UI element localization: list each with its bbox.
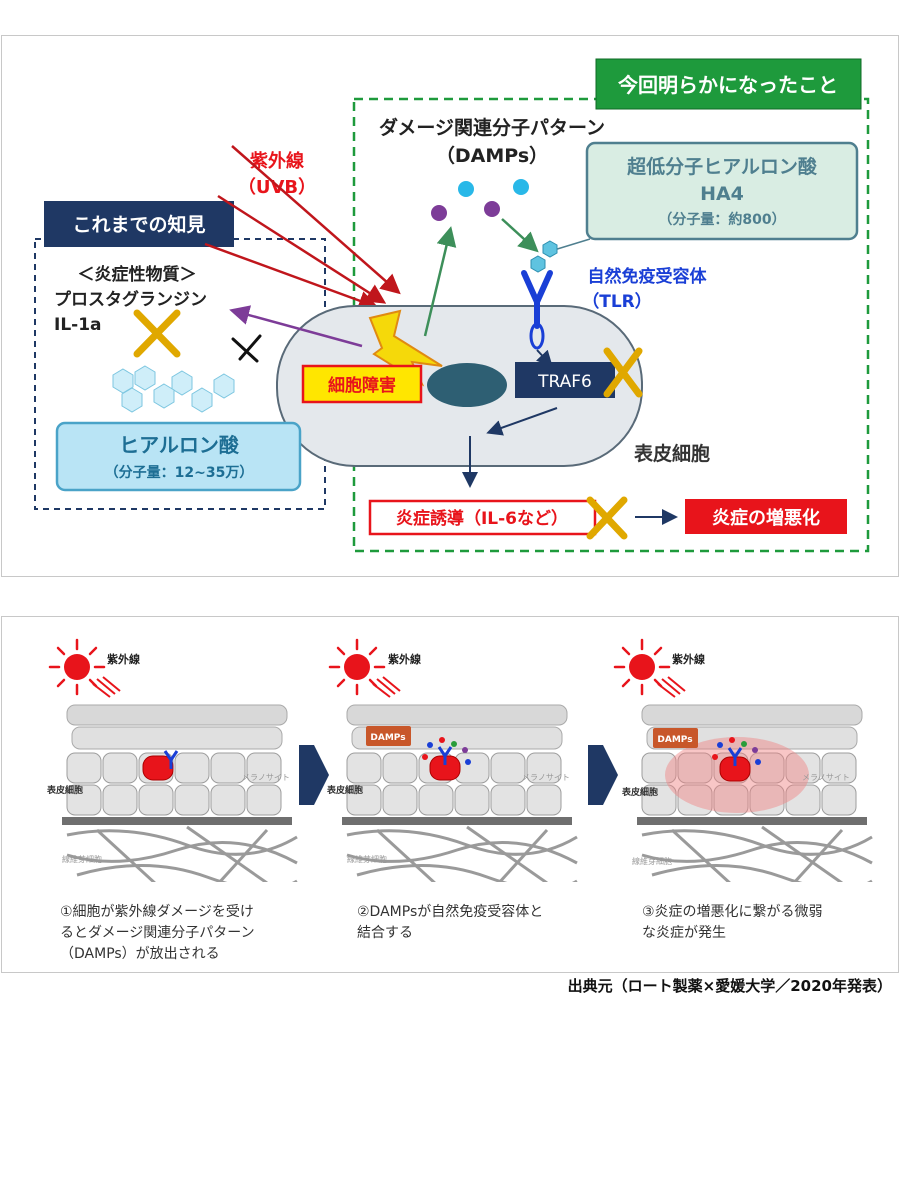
damps-abbrev: （DAMPs） [436,144,548,167]
ha4-title: 超低分子ヒアルロン酸 [626,155,818,178]
receptor-icon [437,746,453,765]
induction-block-icon [586,496,628,540]
step3-illustration: 紫外線 DAMPs 表皮細胞 線維芽細胞 メラノサイト [613,638,874,891]
damps-dots [712,737,761,765]
step3-caption-line2: な炎症が発生 [642,925,726,941]
receptor-icon [727,747,743,766]
bottom-steps-panel: 紫外線 表皮細胞 線維芽細胞 メラノサイト 紫外線 DAMPs 表皮細胞 線維芽… [1,616,899,973]
fibroblast-label-2: 線維芽細胞 [347,854,387,864]
step1-illustration: 紫外線 表皮細胞 線維芽細胞 メラノサイト [46,638,299,891]
prior-knowledge-label: これまでの知見 [72,213,205,236]
inflammation-induction-box [368,499,597,536]
prostaglandin-label: プロスタグランジン [54,289,207,310]
epidermis-label-1: 表皮細胞 [46,784,83,796]
substance-block-icon [133,309,181,358]
cell-damage-label: 細胞障害 [328,375,396,396]
hyaluronic-acid-box [55,421,302,492]
step1-caption-line3: （DAMPs）が放出される [60,946,220,962]
il1a-label: IL-1a [54,315,102,335]
next-arrow-1 [299,745,329,805]
traf6-to-nucleus-arrow [486,407,558,436]
new-findings-label: 今回明らかになったこと [618,73,838,97]
hyaluronic-acid-title: ヒアルロン酸 [119,433,240,457]
epidermis-label-2: 表皮細胞 [326,784,363,796]
step2-caption-line1: ②DAMPsが自然免疫受容体と [357,904,544,920]
uv-arrows [204,145,401,311]
next-arrow-2 [588,745,618,805]
uv-label-3: 紫外線 [672,652,705,666]
damps-tag-label-2: DAMPs [370,733,405,743]
fibroblast-label-3: 線維芽細胞 [632,856,672,866]
step1-caption: ①細胞が紫外線ダメージを受け るとダメージ関連分子パターン （DAMPs）が放出… [60,902,255,965]
step1-caption-line2: るとダメージ関連分子パターン [60,925,255,941]
traf6-box [515,362,615,398]
damps-dots [422,737,471,765]
ha4-molecules [530,240,558,273]
epidermal-cell-label: 表皮細胞 [634,442,710,465]
fibroblast-label-1: 線維芽細胞 [62,854,102,864]
damps-tag-label-3: DAMPs [657,735,692,745]
tlr-abbrev: （TLR） [582,291,652,312]
cell-nucleus [427,363,507,407]
damps-molecules [431,179,529,221]
traf6-label: TRAF6 [537,372,592,392]
damps-label: ダメージ関連分子パターン [379,116,605,139]
step1-caption-line1: ①細胞が紫外線ダメージを受け [60,904,254,920]
damps-tag-3 [653,728,698,748]
step2-illustration: 紫外線 DAMPs 表皮細胞 線維芽細胞 メラノサイト [326,638,579,891]
uvb-label: （UVB） [238,177,316,198]
ha4-connector [553,238,591,251]
mechanism-diagram: 今回明らかになったこと これまでの知見 紫外線 （UVB） 表皮細胞 細胞障害 … [34,58,870,553]
step2-caption-line2: 結合する [357,925,413,941]
inflammatory-substances-label: ＜炎症性物質＞ [78,264,197,285]
melanocyte-label-1: メラノサイト [242,773,290,782]
uv-label-2: 紫外線 [388,652,421,666]
traf6-block-icon [603,347,643,398]
inflammation-worsening-label: 炎症の増悪化 [712,507,820,529]
ha4-name: HA4 [700,183,744,205]
cell-damage-box [301,364,423,404]
lightning-icon [368,309,443,387]
uv-label-1: 紫外線 [107,652,140,666]
tlr-to-traf6-arrow [535,349,553,367]
step3-caption: ③炎症の増悪化に繋がる微弱 な炎症が発生 [642,902,823,944]
step2-caption: ②DAMPsが自然免疫受容体と 結合する [357,902,543,944]
release-arrow [423,226,457,337]
melanocyte-label-2: メラノサイト [522,773,570,782]
inflammation-induction-label: 炎症誘導（IL-6など） [396,508,568,529]
receptor-icon [163,750,179,769]
melanocyte-label-3: メラノサイト [802,773,850,782]
epidermis-label-3: 表皮細胞 [621,786,658,798]
damaged-cell [142,755,174,781]
steps-illustration: 紫外線 表皮細胞 線維芽細胞 メラノサイト 紫外線 DAMPs 表皮細胞 線維芽… [46,638,874,891]
damps-tag-2 [366,726,411,746]
prior-knowledge-header [44,201,234,247]
tlr-label: 自然免疫受容体 [588,266,708,287]
hyaluronic-acid-mw: （分子量：12~35万） [105,465,254,481]
tlr-receptor-icon [521,270,553,350]
purple-arrow [229,305,363,348]
inhibition-icon [231,334,262,363]
inflammation-worsening-box [685,499,847,534]
source-credit: 出典元（ロート製薬×愛媛大学／2020年発表） [567,977,892,995]
new-findings-header [595,58,862,110]
step3-caption-line1: ③炎症の増悪化に繋がる微弱 [642,904,823,920]
binding-arrow [501,218,539,253]
hyaluronic-acid-molecules [112,365,235,413]
ha4-mw: （分子量：約800） [658,211,785,228]
ha4-box [585,141,859,241]
uv-label: 紫外線 [250,150,304,172]
top-diagram-panel: 今回明らかになったこと これまでの知見 紫外線 （UVB） 表皮細胞 細胞障害 … [1,35,899,577]
